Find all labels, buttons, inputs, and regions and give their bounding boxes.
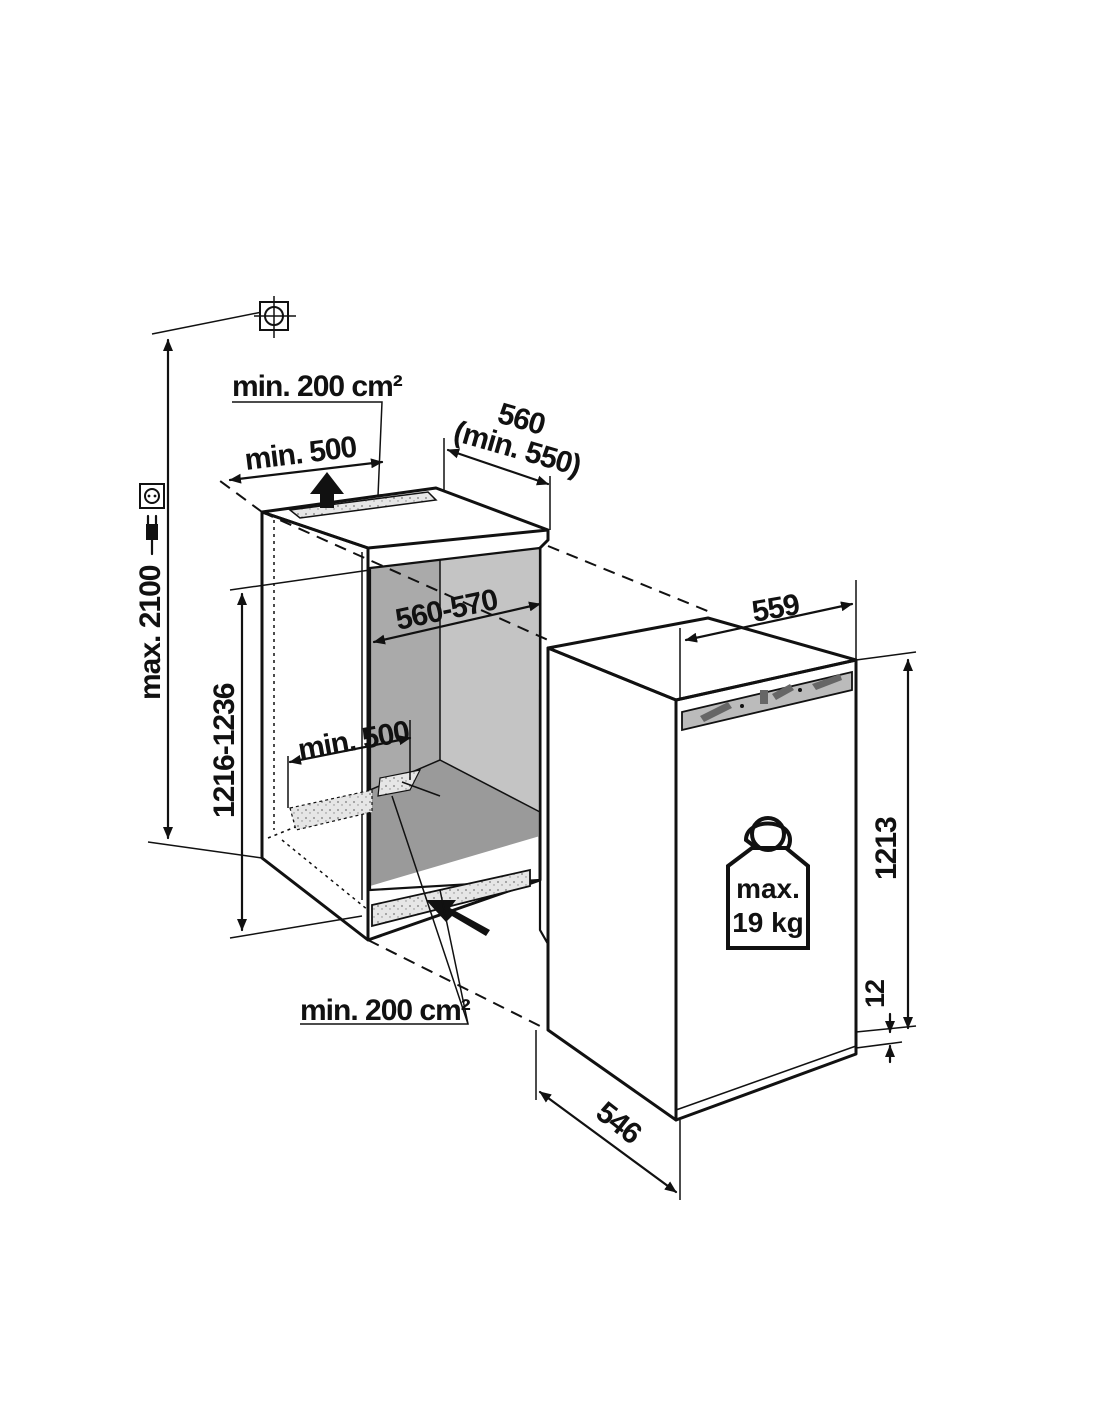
plug-icon <box>146 514 158 556</box>
appliance-body <box>538 616 858 1122</box>
appliance-height-label: 1213 <box>870 817 903 880</box>
top-width-label: min. 500 <box>243 430 359 476</box>
niche-height-label: 1216-1236 <box>208 683 241 818</box>
top-vent-label: min. 200 cm² <box>232 370 403 403</box>
appliance-depth-label: 546 <box>590 1096 648 1151</box>
max-height-label: max. 2100 <box>134 565 167 700</box>
weight-value-label: 19 kg <box>732 907 804 938</box>
wall-outlet-icon <box>254 296 296 338</box>
weight-max-label: max. <box>736 873 800 904</box>
appliance-width-label: 559 <box>749 588 801 629</box>
air-flow-arrow-icon <box>426 900 490 936</box>
niche-cabinet <box>260 486 550 942</box>
weight-icon: max. 19 kg <box>726 816 810 950</box>
dimension-lines <box>147 311 917 1200</box>
plinth-height-label: 12 <box>860 980 890 1008</box>
socket-icon <box>139 483 165 509</box>
bottom-vent-label: min. 200 cm² <box>300 994 471 1027</box>
